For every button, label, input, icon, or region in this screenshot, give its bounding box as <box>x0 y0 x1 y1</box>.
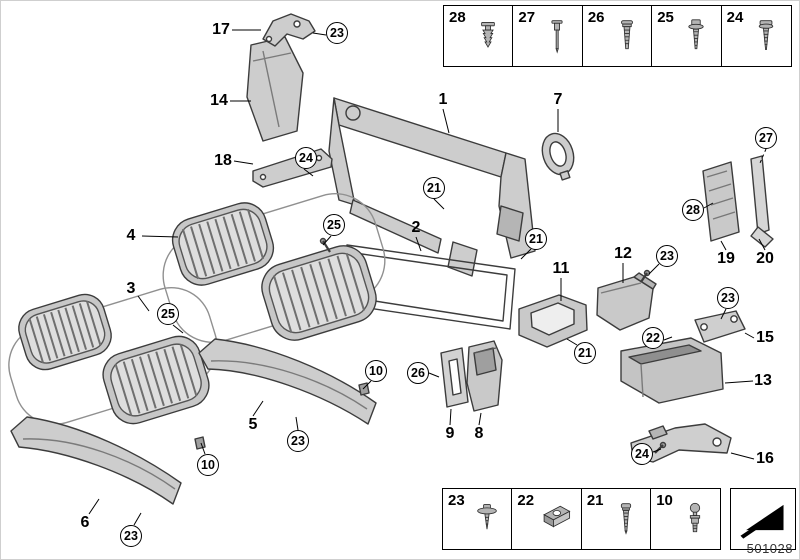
legend-item-24[interactable]: 24 <box>720 5 792 67</box>
part-trim-19 <box>702 161 740 242</box>
leader-lines <box>88 29 767 526</box>
legend-item-number: 26 <box>587 9 605 26</box>
torx-screw-icon <box>620 20 633 50</box>
callout-16[interactable]: 16 <box>756 450 774 467</box>
callout-24[interactable]: 24 <box>295 147 317 169</box>
legend-item-number: 22 <box>517 492 535 509</box>
callout-21[interactable]: 21 <box>525 228 547 250</box>
part-bracket-18 <box>252 148 333 188</box>
legend-item-28[interactable]: 28 <box>443 5 514 67</box>
part-mount-7 <box>541 132 575 181</box>
callout-22[interactable]: 22 <box>642 327 664 349</box>
callout-10[interactable]: 10 <box>365 360 387 382</box>
callout-23[interactable]: 23 <box>120 525 142 547</box>
legend-item-number: 27 <box>518 9 536 26</box>
part-air-duct-13 <box>620 337 724 404</box>
screw-large-washer-icon <box>477 504 497 530</box>
tapping-screw-icon <box>758 20 773 51</box>
blind-rivet-icon <box>551 20 563 54</box>
part-air-slat-5 <box>198 338 377 425</box>
callout-10[interactable]: 10 <box>197 454 219 476</box>
callout-3[interactable]: 3 <box>126 280 136 297</box>
legend-item-number: 25 <box>657 9 674 26</box>
legend-item-27[interactable]: 27 <box>512 5 584 67</box>
screw-washer-icon <box>688 19 704 50</box>
callout-23[interactable]: 23 <box>326 22 348 44</box>
callout-17[interactable]: 17 <box>212 21 230 38</box>
callout-28[interactable]: 28 <box>682 199 704 221</box>
callout-24[interactable]: 24 <box>631 443 653 465</box>
callout-8[interactable]: 8 <box>474 425 484 442</box>
callout-1[interactable]: 1 <box>438 91 448 108</box>
callout-5[interactable]: 5 <box>248 416 258 433</box>
callout-13[interactable]: 13 <box>754 372 772 389</box>
legend-item-10[interactable]: 10 <box>650 488 722 550</box>
part-bracket-17 <box>262 13 316 47</box>
callout-7[interactable]: 7 <box>553 91 563 108</box>
legend-item-26[interactable]: 26 <box>581 5 653 67</box>
callout-26[interactable]: 26 <box>407 362 429 384</box>
part-bracket-9 <box>440 347 469 408</box>
part-bracket-15 <box>694 310 746 343</box>
callout-21[interactable]: 21 <box>423 177 445 199</box>
fastener-legend-top: 28 27 26 25 24 <box>443 5 792 67</box>
expanding-rivet-icon <box>481 21 495 48</box>
part-air-duct-12 <box>596 272 657 331</box>
legend-item-number: 21 <box>586 492 604 509</box>
callout-18[interactable]: 18 <box>214 152 232 169</box>
legend-item-23[interactable]: 23 <box>442 488 513 550</box>
callout-19[interactable]: 19 <box>717 250 735 267</box>
legend-item-number: 28 <box>449 9 466 26</box>
part-grille-assembly-3 <box>8 287 218 425</box>
callout-20[interactable]: 20 <box>756 250 774 267</box>
callout-23[interactable]: 23 <box>656 245 678 267</box>
fastener-details <box>194 237 667 454</box>
legend-item-number: 23 <box>448 492 465 509</box>
callout-11[interactable]: 11 <box>552 260 570 277</box>
callout-21[interactable]: 21 <box>574 342 596 364</box>
screw-icon <box>620 503 631 535</box>
part-air-slat-6 <box>10 416 182 505</box>
callout-6[interactable]: 6 <box>80 514 90 531</box>
legend-item-22[interactable]: 22 <box>511 488 583 550</box>
part-trim-20 <box>750 155 774 248</box>
callout-4[interactable]: 4 <box>126 227 136 244</box>
callout-23[interactable]: 23 <box>287 430 309 452</box>
fastener-legend-bottom: 23 22 21 10 <box>442 488 722 550</box>
callout-14[interactable]: 14 <box>210 92 228 109</box>
part-air-flap-8 <box>466 340 503 412</box>
part-air-duct-11 <box>518 294 588 348</box>
ball-pin-icon <box>690 502 701 533</box>
callout-23[interactable]: 23 <box>717 287 739 309</box>
direction-marker-icon <box>740 504 784 539</box>
legend-item-number: 24 <box>726 9 744 26</box>
callout-25[interactable]: 25 <box>323 214 345 236</box>
callout-2[interactable]: 2 <box>411 219 421 236</box>
legend-item-25[interactable]: 25 <box>651 5 723 67</box>
direction-marker-box <box>730 488 796 550</box>
callout-27[interactable]: 27 <box>755 127 777 149</box>
callout-25[interactable]: 25 <box>157 303 179 325</box>
part-air-duct-14 <box>246 36 304 142</box>
clip-nut-icon <box>543 505 571 528</box>
diagram-code: 501028 <box>746 541 793 556</box>
callout-12[interactable]: 12 <box>614 245 632 262</box>
callout-9[interactable]: 9 <box>445 425 455 442</box>
callout-15[interactable]: 15 <box>756 329 774 346</box>
legend-item-21[interactable]: 21 <box>580 488 652 550</box>
part-grille-assembly-4 <box>162 192 386 344</box>
legend-item-number: 10 <box>656 492 673 509</box>
